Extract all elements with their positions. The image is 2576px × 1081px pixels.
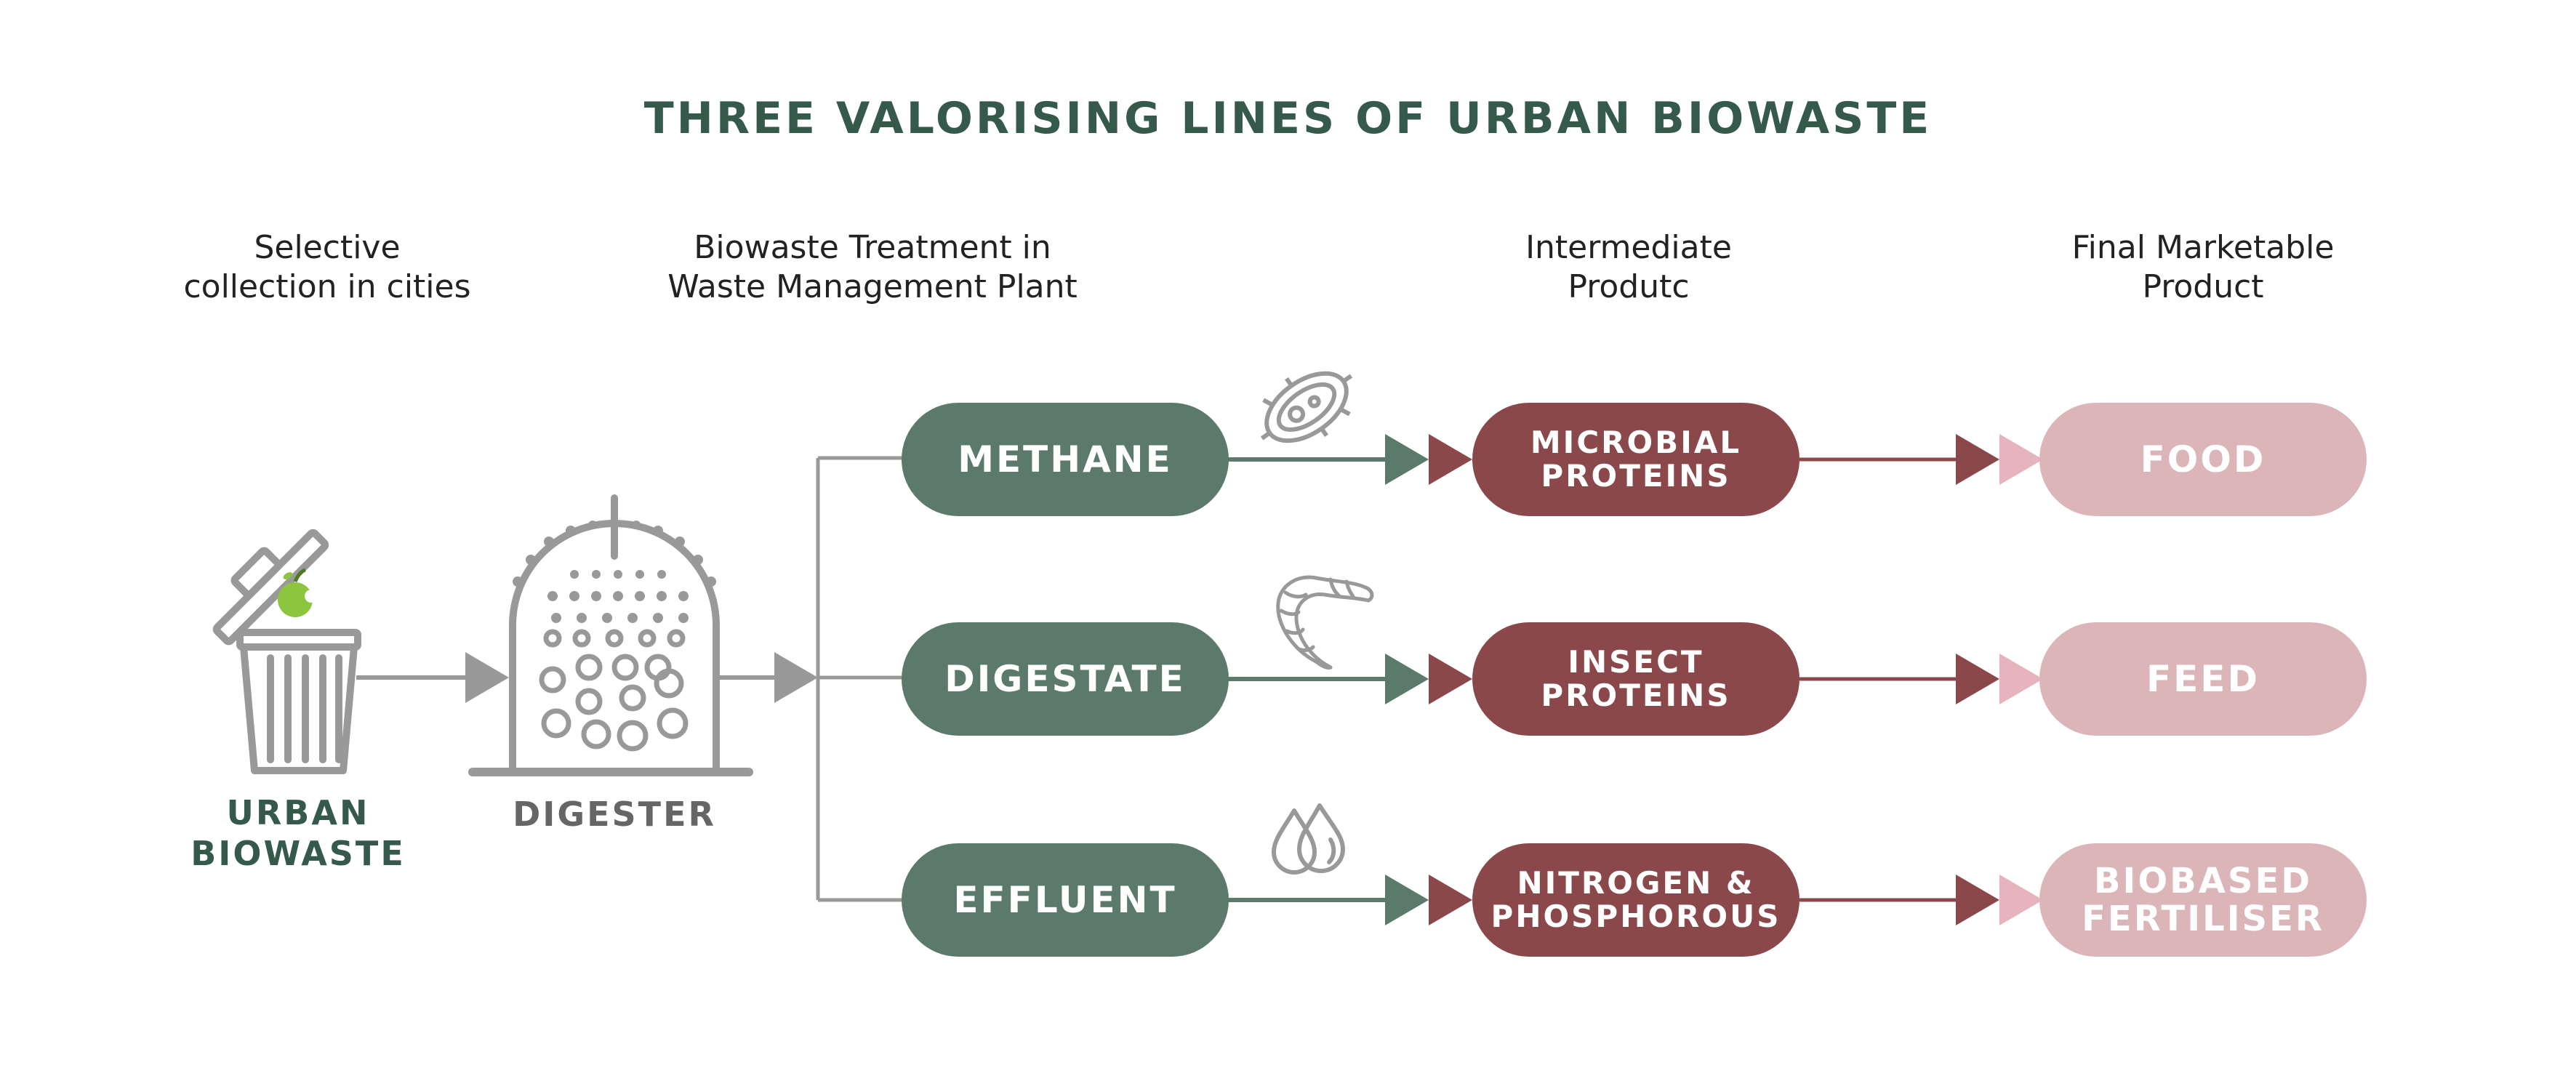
column-header-collection: Selective collection in cities [145, 228, 509, 307]
waste-bin-icon [212, 529, 361, 774]
label-line: URBAN [226, 793, 370, 832]
urban-biowaste-label: URBAN BIOWASTE [160, 792, 436, 874]
digester-icon [468, 494, 753, 776]
split-connector [816, 456, 905, 902]
header-line: Produtc [1568, 268, 1690, 305]
column-header-intermediate: Intermediate Produtc [1447, 228, 1810, 307]
final-pill-feed: FEED [2039, 622, 2367, 736]
pill-label: METHANE [958, 438, 1173, 481]
line-connectors [1225, 434, 2043, 925]
header-line: Intermediate [1525, 229, 1732, 266]
pill-label-line: FERTILISER [2082, 899, 2324, 939]
header-line: Product [2142, 268, 2264, 305]
microbe-icon [1260, 371, 1353, 443]
pill-label: FEED [2146, 658, 2260, 700]
label-line: BIOWASTE [190, 834, 406, 873]
pill-label-line: BIOBASED [2093, 861, 2313, 901]
header-line: collection in cities [183, 268, 471, 305]
pill-label: EFFLUENT [953, 879, 1177, 921]
pill-label-line: PROTEINS [1541, 678, 1731, 713]
pill-label-line: NITROGEN & [1517, 865, 1755, 901]
final-pill-food: FOOD [2039, 403, 2367, 516]
final-pill-biobased-fertiliser: BIOBASED FERTILISER [2039, 843, 2367, 957]
pill-label: FOOD [2140, 438, 2266, 481]
arrow-head [774, 652, 818, 703]
output-pill-methane: METHANE [902, 403, 1229, 516]
intermediate-pill-nitrogen-phosphorous: NITROGEN & PHOSPHOROUS [1472, 843, 1799, 957]
intermediate-pill-microbial-proteins: MICROBIAL PROTEINS [1472, 403, 1799, 516]
digester-label: DIGESTER [513, 795, 716, 834]
header-line: Final Marketable [2071, 229, 2335, 266]
pill-label-line: PROTEINS [1541, 458, 1731, 494]
header-line: Selective [254, 229, 401, 266]
header-line: Biowaste Treatment in [694, 229, 1051, 266]
column-header-final: Final Marketable Product [2021, 228, 2385, 307]
intermediate-pill-insect-proteins: INSECT PROTEINS [1472, 622, 1799, 736]
droplets-icon [1272, 803, 1345, 875]
output-pill-effluent: EFFLUENT [902, 843, 1229, 957]
pill-label-line: MICROBIAL [1530, 425, 1742, 460]
diagram-title: THREE VALORISING LINES OF URBAN BIOWASTE [643, 93, 1933, 144]
output-pill-digestate: DIGESTATE [902, 622, 1229, 736]
pill-label: DIGESTATE [944, 658, 1186, 700]
apple-icon [278, 568, 318, 617]
arrow-head [465, 652, 509, 703]
pill-label-line: PHOSPHOROUS [1490, 899, 1781, 934]
column-header-treatment: Biowaste Treatment in Waste Management P… [625, 228, 1120, 307]
header-line: Waste Management Plant [667, 268, 1078, 305]
pill-label-line: INSECT [1568, 644, 1704, 680]
larva-icon [1276, 575, 1374, 670]
